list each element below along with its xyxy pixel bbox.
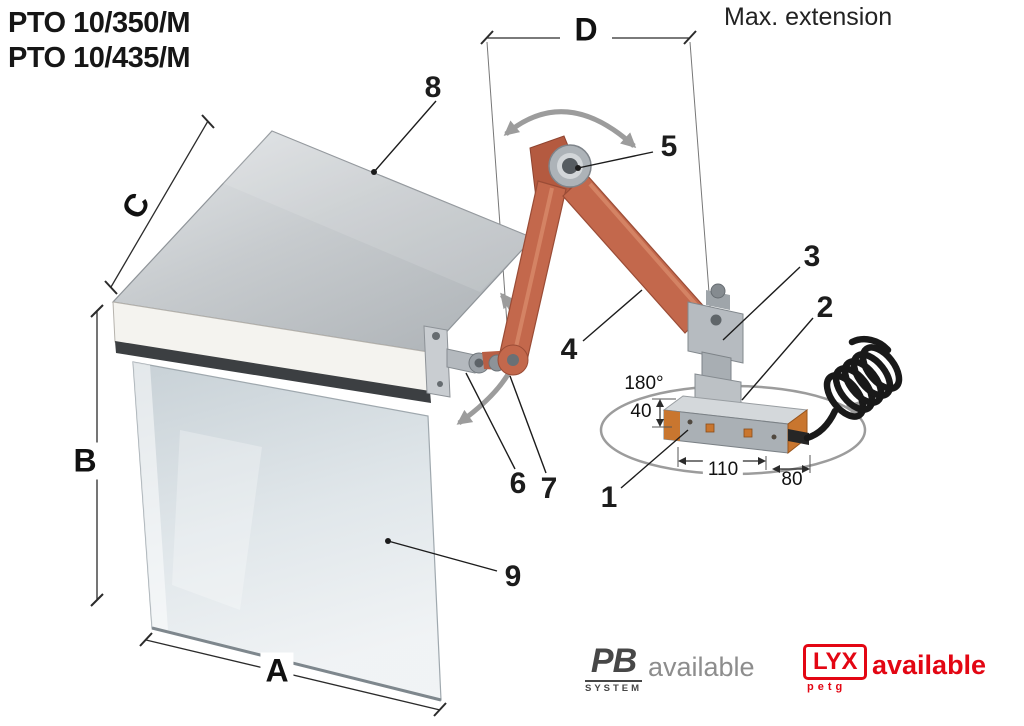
callout-7: 7: [540, 472, 558, 505]
callout-2: 2: [816, 291, 834, 324]
dim-80-label: 80: [781, 469, 803, 490]
pb-available-label: available: [648, 652, 755, 682]
callout-6: 6: [509, 467, 527, 500]
model-line-1: PTO 10/350/M: [8, 7, 191, 39]
callout-1: 1: [600, 481, 618, 514]
callout-leader-lines: [371, 100, 814, 572]
dim-40-line: [652, 398, 676, 428]
arm-end-bracket: [687, 283, 744, 415]
top-rotation-arrow: [503, 109, 637, 149]
dim-label-d: D: [569, 11, 603, 49]
hinge-strip: [115, 341, 431, 403]
callout-8: 8: [424, 71, 442, 104]
dim-80-line: [772, 455, 811, 473]
shield-panel: [111, 130, 535, 702]
dim-d-extension-lines: [486, 41, 713, 339]
lyx-logo: LYX: [803, 644, 868, 680]
page-title: PTO 10/350/M PTO 10/435/M: [8, 6, 191, 77]
callout-4: 4: [560, 333, 578, 366]
lyx-logo-subtext: petg: [807, 681, 847, 693]
dim-d-line: [480, 30, 697, 45]
lyx-available-label: available: [872, 650, 987, 680]
support-arm: [482, 135, 708, 376]
callout-3: 3: [803, 240, 821, 273]
dim-40-label: 40: [630, 401, 652, 422]
pb-logo-subtext: SYSTEM: [585, 680, 643, 694]
callout-5: 5: [660, 130, 678, 163]
dimension-lines: [90, 30, 811, 717]
panel-clamp-bracket: [423, 325, 490, 398]
dim-c-line: [104, 114, 215, 295]
arm-segment-right: [562, 173, 708, 334]
max-extension-label: Max. extension: [724, 3, 893, 31]
model-line-2: PTO 10/435/M: [8, 42, 191, 75]
mounting-base: [662, 395, 809, 455]
callout-9: 9: [504, 560, 522, 593]
angle-180-label: 180°: [624, 373, 664, 394]
dim-label-a: A: [260, 652, 294, 690]
spiral-cable: [788, 336, 903, 445]
pb-logo-text: PB: [590, 642, 637, 680]
dim-110-label: 110: [702, 459, 744, 481]
pb-system-logo: PB SYSTEM: [585, 642, 643, 694]
dim-label-b: B: [68, 442, 102, 480]
